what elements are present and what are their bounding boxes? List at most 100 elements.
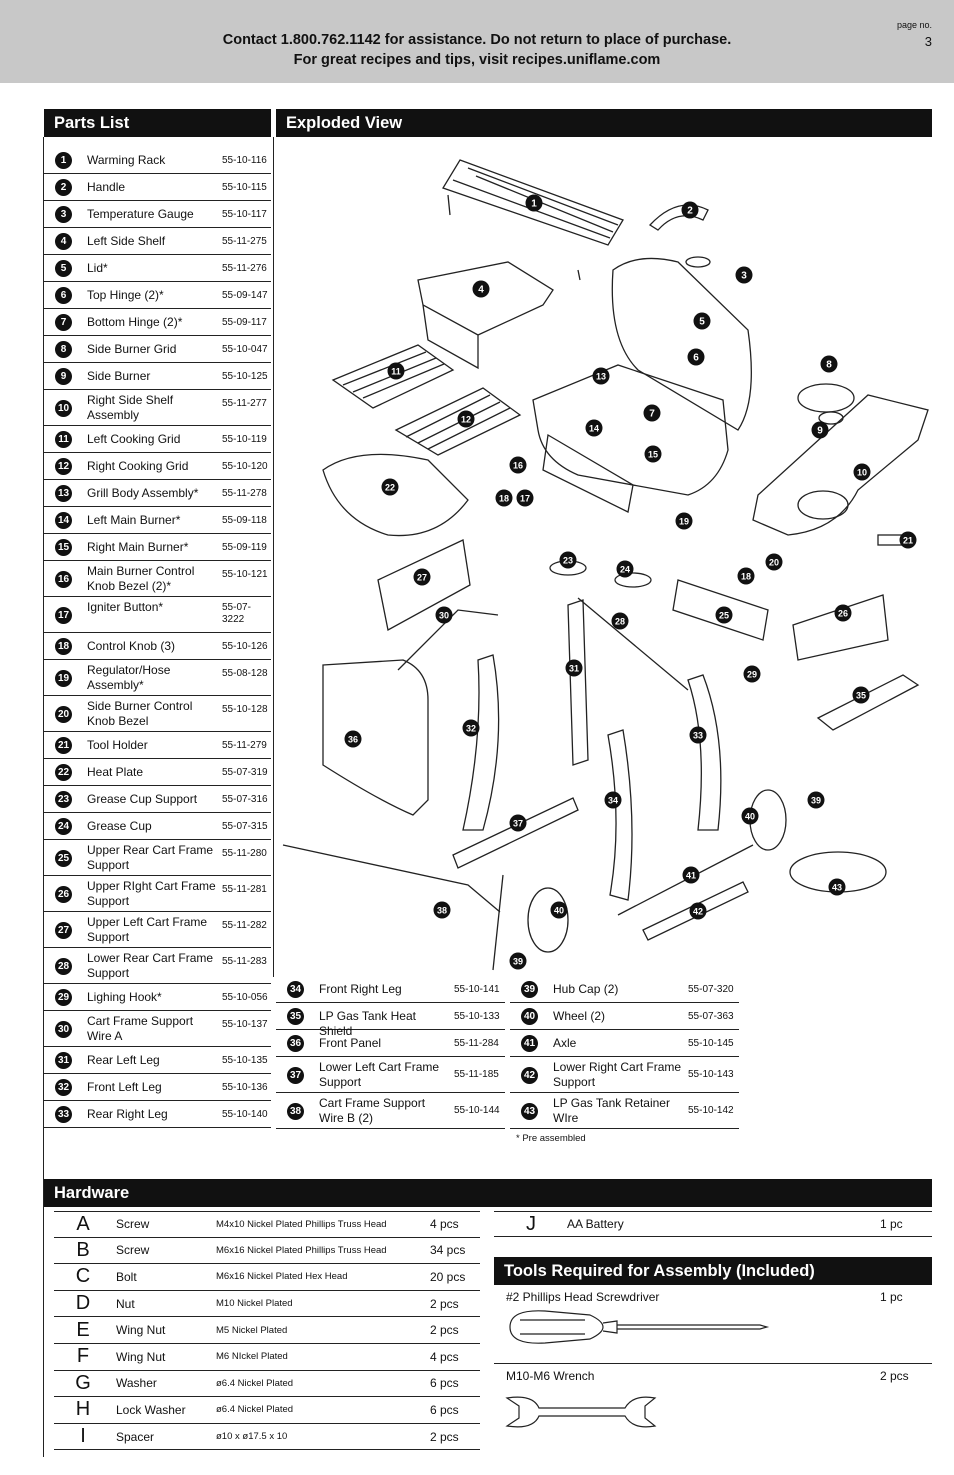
part-code: 55-11-277 xyxy=(222,398,267,409)
warming-rack-drawing xyxy=(442,159,624,281)
callout-number: 17 xyxy=(520,494,530,504)
part-number-badge: 13 xyxy=(55,485,72,502)
callout-number: 41 xyxy=(686,871,696,881)
hardware-letter: H xyxy=(75,1398,91,1421)
part-code: 55-10-121 xyxy=(222,569,268,580)
diagram-callout: 38 xyxy=(433,901,451,919)
hardware-qty: 2 pcs xyxy=(430,1323,459,1338)
part-name: Left Cooking Grid xyxy=(87,432,181,446)
heat-shield-drawing xyxy=(816,674,920,731)
part-code: 55-10-136 xyxy=(222,1082,268,1093)
callout-number: 6 xyxy=(693,353,699,364)
diagram-callout: 24 xyxy=(616,560,634,578)
left-shelf-drawing xyxy=(417,261,554,370)
callout-layer: 1234567891011121314151617181819202122232… xyxy=(344,194,917,970)
part-number-badge: 5 xyxy=(55,260,72,277)
callout-number: 39 xyxy=(513,957,523,967)
part-name: Bottom Hinge (2)* xyxy=(87,315,183,329)
hardware-qty: 2 pcs xyxy=(430,1429,459,1444)
wrench-icon xyxy=(505,1396,657,1428)
diagram-callout: 12 xyxy=(457,410,475,428)
parts-list-title: Parts List xyxy=(54,113,130,132)
callout-number: 12 xyxy=(461,415,471,425)
parts-row: 20 Side Burner Control Knob Bezel 55-10-12… xyxy=(44,696,271,732)
hardware-spec: M6x16 Nickel Plated Phillips Truss Head xyxy=(216,1244,387,1256)
part-number-badge: 25 xyxy=(55,849,72,867)
hardware-name: Screw xyxy=(116,1217,150,1232)
part-name: Left Side Shelf xyxy=(87,234,166,248)
diagram-callout: 18 xyxy=(495,489,513,507)
hardware-qty: 4 pcs xyxy=(430,1349,459,1364)
part-number-badge: 9 xyxy=(55,368,72,385)
part-name: Regulator/Hose Assembly* xyxy=(87,663,171,692)
part-name: Heat Plate xyxy=(87,765,144,779)
part-number-badge: 39 xyxy=(521,981,538,998)
part-number-badge: 42 xyxy=(521,1066,538,1084)
hardware-letter: B xyxy=(76,1238,90,1261)
part-number-badge: 31 xyxy=(55,1052,72,1069)
part-name: Front Right Leg xyxy=(319,982,402,996)
divider xyxy=(273,137,274,977)
part-code: 55-11-185 xyxy=(454,1069,499,1080)
part-name: Upper RIght Cart Frame Support xyxy=(87,879,216,908)
callout-number: 34 xyxy=(608,796,618,806)
tools-divider xyxy=(494,1363,932,1364)
part-code: 55-10-141 xyxy=(454,984,500,995)
front-panel-drawing xyxy=(322,659,429,816)
part-name: Upper Rear Cart Frame Support xyxy=(87,843,214,872)
part-number-badge: 36 xyxy=(287,1035,304,1052)
hardware-header: Hardware xyxy=(44,1179,932,1207)
diagram-callout: 35 xyxy=(852,686,870,704)
diagram-callout: 17 xyxy=(516,489,534,507)
callout-number: 13 xyxy=(596,372,606,382)
hardware-qty: 2 pcs xyxy=(430,1296,459,1311)
hardware-letter: F xyxy=(76,1345,90,1368)
heat-plate-drawing xyxy=(322,453,469,537)
part-number-badge: 20 xyxy=(55,705,72,723)
tool-name: M10-M6 Wrench xyxy=(506,1369,595,1383)
part-name: Side Burner Control Knob Bezel xyxy=(87,699,193,728)
diagram-callout: 25 xyxy=(715,606,733,624)
part-code: 55-07-3222 xyxy=(222,602,251,625)
callout-number: 26 xyxy=(838,609,848,619)
diagram-callout: 10 xyxy=(853,463,871,481)
hardware-letter: A xyxy=(76,1212,90,1235)
part-code: 55-10-137 xyxy=(222,1019,268,1030)
exploded-view-header: Exploded View xyxy=(276,109,932,137)
part-code: 55-11-283 xyxy=(222,956,267,967)
diagram-callout: 19 xyxy=(675,512,693,530)
diagram-callout: 7 xyxy=(643,404,661,422)
hardware-spec: ø6.4 Nickel Plated xyxy=(216,1404,294,1416)
part-code: 55-10-128 xyxy=(222,704,268,715)
callout-number: 8 xyxy=(826,360,832,371)
callout-number: 40 xyxy=(745,812,755,822)
hardware-name: Bolt xyxy=(116,1269,137,1284)
part-name: Left Main Burner* xyxy=(87,513,181,527)
callout-number: 30 xyxy=(439,611,449,621)
part-name: Handle xyxy=(87,180,126,194)
callout-number: 3 xyxy=(741,271,747,282)
callout-number: 36 xyxy=(348,735,358,745)
callout-number: 18 xyxy=(741,572,751,582)
hardware-name: Spacer xyxy=(116,1429,155,1444)
diagram-callout: 16 xyxy=(509,456,527,474)
diagram-callout: 9 xyxy=(811,421,829,439)
diagram-callout: 11 xyxy=(387,362,405,380)
part-code: 55-08-128 xyxy=(222,668,268,679)
hardware-qty: 1 pc xyxy=(880,1217,903,1231)
part-name: Side Burner xyxy=(87,369,151,383)
lower-right-support-drawing xyxy=(642,881,749,941)
